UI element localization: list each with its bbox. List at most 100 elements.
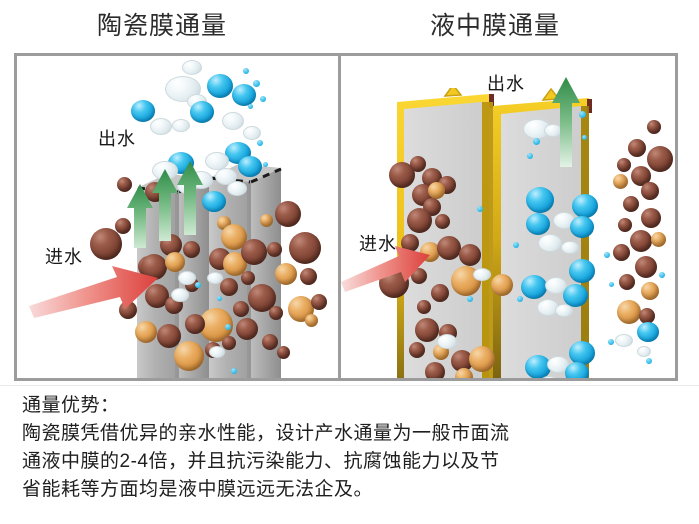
droplet-blue [232, 84, 256, 106]
particle [275, 263, 297, 285]
particle [415, 318, 439, 342]
droplet-micro [217, 296, 222, 301]
droplet-micro [225, 324, 231, 330]
particle [617, 158, 631, 172]
droplet-blue [569, 341, 595, 365]
right-diagram-submerged: 出水 进水 [341, 56, 675, 378]
droplet-blue [570, 216, 594, 238]
particle [639, 308, 655, 324]
droplet-micro [513, 242, 519, 248]
particle [289, 232, 321, 264]
particle [409, 342, 425, 358]
particle [183, 241, 200, 258]
particle [117, 177, 132, 192]
droplet-micro [253, 80, 260, 87]
particle [623, 196, 639, 212]
droplet-blue [637, 322, 659, 342]
particle [236, 318, 258, 340]
droplet-micro [257, 140, 263, 146]
droplet-clear [561, 241, 579, 254]
droplet-clear [172, 119, 190, 132]
particle [641, 208, 661, 228]
droplet-micro [604, 252, 610, 258]
droplet-blue [572, 194, 598, 218]
particle [119, 301, 137, 319]
particle [410, 156, 426, 172]
particle [628, 139, 646, 157]
right-inlet-label: 进水 [359, 234, 397, 254]
particle [630, 230, 652, 252]
particle [469, 346, 495, 372]
particle [407, 208, 432, 233]
droplet-blue [569, 259, 595, 283]
inflow-arrow-right [341, 246, 430, 292]
particle [90, 228, 122, 260]
particle [647, 120, 661, 134]
droplet-blue [526, 187, 554, 213]
droplet-clear [209, 346, 225, 358]
particle [135, 321, 157, 343]
caption-separator [0, 385, 699, 386]
droplet-micro [260, 96, 266, 102]
panel-divider [338, 56, 341, 378]
droplet-blue [238, 156, 262, 177]
particle [389, 162, 415, 188]
particle [241, 271, 255, 285]
droplet-micro [467, 296, 473, 302]
particle [425, 362, 445, 378]
droplet-micro [646, 358, 652, 364]
particle [613, 174, 628, 189]
droplet-micro [243, 68, 249, 74]
particle [233, 301, 249, 317]
left-diagram-ceramic: 出水 进水 [17, 56, 338, 378]
particle [269, 306, 283, 320]
outflow-arrow-up-3 [177, 161, 203, 235]
particle [262, 334, 278, 350]
particle [431, 284, 449, 302]
titles-row: 陶瓷膜通量 液中膜通量 [0, 0, 699, 53]
droplet-clear [222, 112, 244, 130]
particle [437, 236, 461, 260]
droplet-clear [178, 271, 196, 285]
particle [651, 232, 666, 247]
droplet-clear [538, 234, 562, 252]
particle [641, 282, 659, 300]
droplet-micro [517, 296, 523, 302]
particle [455, 368, 473, 378]
particle [267, 242, 282, 257]
droplet-clear [637, 346, 651, 357]
particle [260, 214, 273, 227]
inflow-arrow-left [29, 266, 158, 318]
droplet-micro [608, 339, 614, 345]
droplet-clear [243, 126, 261, 140]
droplet-clear [205, 152, 229, 170]
caption-line-2: 陶瓷膜凭借优异的亲水性能，设计产水通量为一般市面流 [22, 423, 510, 444]
particle [613, 244, 630, 261]
droplet-micro [527, 153, 533, 159]
particle [115, 218, 131, 234]
caption-line-1: 通量优势： [22, 395, 120, 416]
droplet-blue [521, 275, 547, 299]
droplet-micro [533, 138, 540, 145]
particle [618, 218, 632, 232]
particle [641, 182, 659, 200]
particle [619, 274, 635, 290]
particle [411, 268, 427, 284]
droplet-clear [207, 272, 223, 284]
particle [222, 336, 236, 350]
droplet-micro [477, 206, 483, 212]
caption-line-3: 通液中膜的2-4倍，并且抗污染能力、抗腐蚀能力以及节 [22, 451, 500, 472]
droplet-blue [131, 100, 155, 122]
droplet-micro [231, 368, 237, 374]
droplet-blue [207, 74, 233, 98]
particle [300, 268, 317, 285]
right-outlet-label: 出水 [487, 74, 525, 94]
droplet-blue [202, 191, 226, 212]
droplet-clear [437, 334, 457, 349]
droplet-clear [150, 118, 172, 135]
particle [401, 234, 419, 252]
particle [617, 300, 641, 324]
droplet-clear [615, 334, 633, 347]
caption-block: 通量优势： 陶瓷膜凭借优异的亲水性能，设计产水通量为一般市面流 通液中膜的2-4… [22, 392, 682, 504]
